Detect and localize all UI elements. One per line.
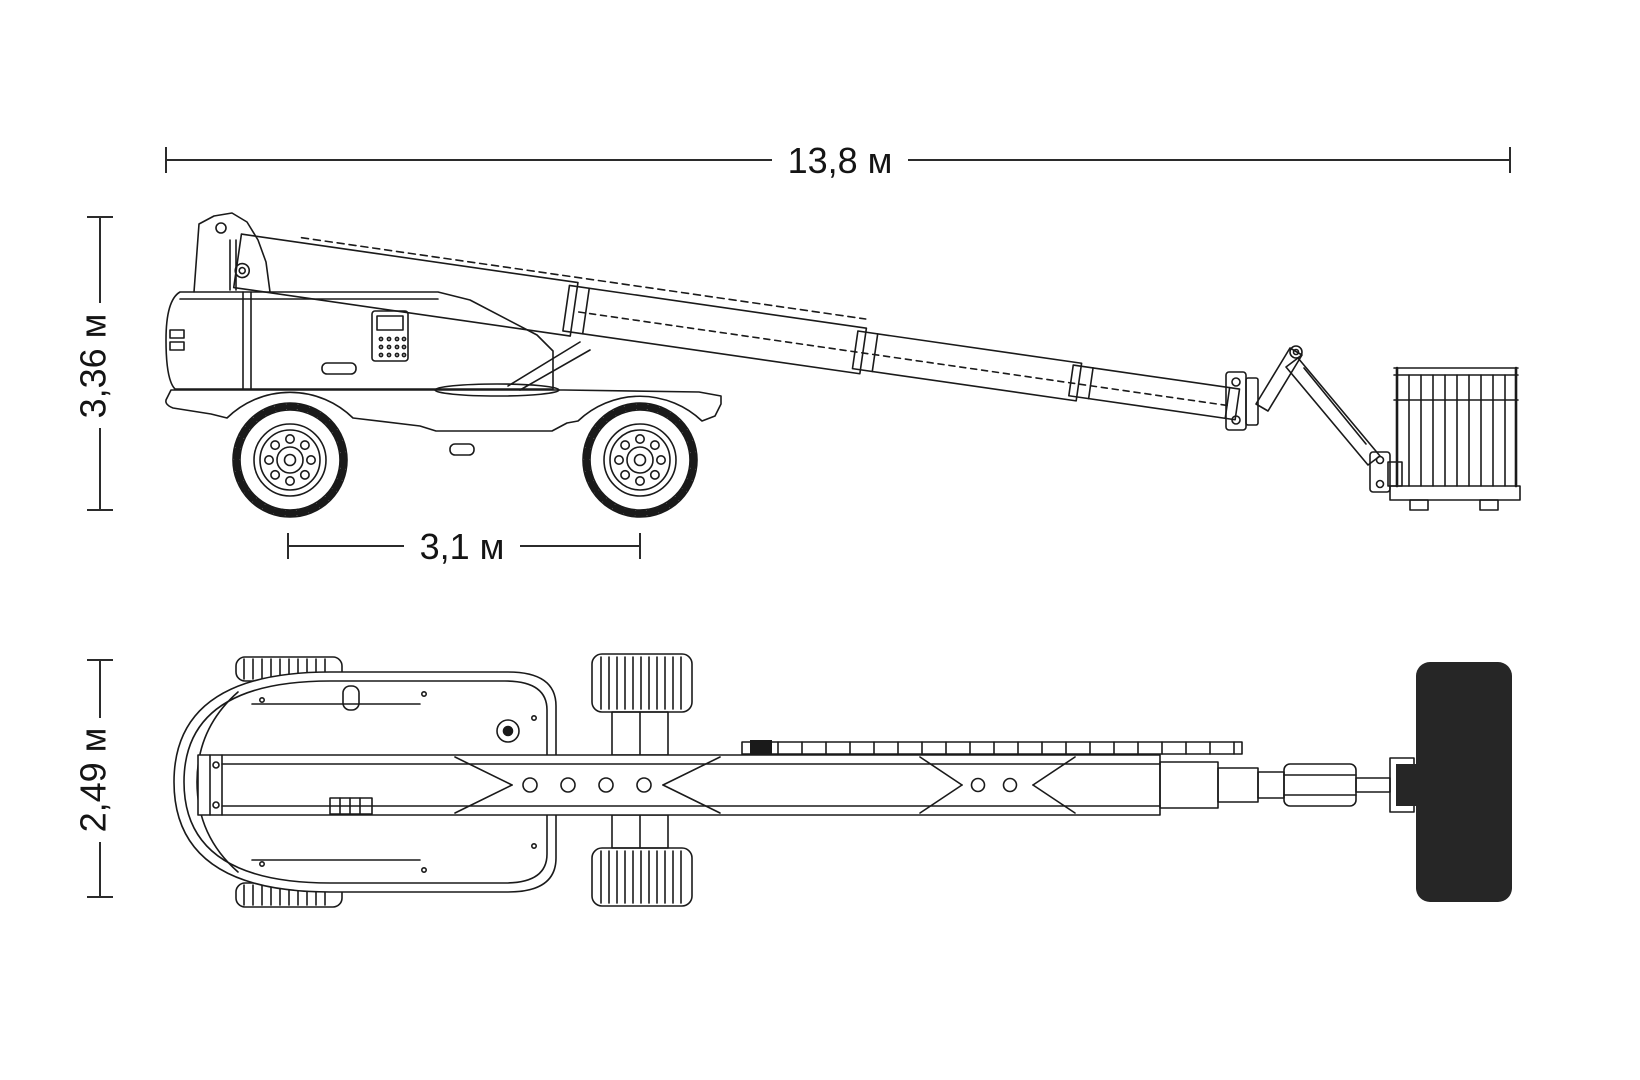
jib-elbow bbox=[1289, 345, 1303, 359]
right-rear-tire-top bbox=[591, 847, 693, 907]
dim-width-label: 2,49 м bbox=[73, 728, 114, 833]
left-rear-tire-top bbox=[235, 882, 343, 908]
turntable-ring bbox=[434, 383, 560, 397]
counterweight-arc bbox=[196, 691, 239, 873]
basket-side bbox=[1389, 366, 1521, 511]
boom-section-3 bbox=[851, 330, 1083, 402]
tow-slot bbox=[449, 443, 475, 456]
fuel-cap bbox=[496, 719, 520, 743]
dim-length-label: 13,8 м bbox=[788, 140, 893, 181]
basket-floor bbox=[1389, 485, 1521, 501]
dim-wheelbase-label: 3,1 м bbox=[420, 526, 505, 567]
boom-tip-link bbox=[1225, 371, 1247, 431]
lift-eye-slot bbox=[342, 685, 360, 711]
jib-lower-arm bbox=[1285, 357, 1381, 466]
pivot-hole bbox=[215, 222, 227, 234]
lift-cylinder bbox=[507, 341, 591, 391]
handle bbox=[321, 362, 357, 375]
boom-tip-section bbox=[1159, 761, 1219, 809]
dimension-overall-width: 2,49 м bbox=[73, 659, 114, 898]
telescopic-boom bbox=[232, 233, 1241, 421]
boom-pivot bbox=[234, 262, 251, 279]
cable-track bbox=[300, 236, 867, 320]
jib-rod-top bbox=[1355, 777, 1391, 793]
front-vent bbox=[169, 329, 185, 339]
jib-assembly bbox=[1225, 345, 1403, 493]
jib-cylinder-top bbox=[1283, 763, 1357, 807]
cable-tray-top bbox=[741, 740, 1243, 755]
boom-tip-section bbox=[1217, 767, 1259, 803]
rear-wheel-side bbox=[583, 403, 697, 517]
control-panel bbox=[371, 310, 409, 362]
front-vent bbox=[169, 341, 185, 351]
jib-top bbox=[1257, 757, 1418, 813]
boom-latch bbox=[329, 797, 373, 815]
dimension-wheelbase: 3,1 м bbox=[287, 526, 641, 567]
boom-section-4 bbox=[1068, 364, 1241, 421]
top-view bbox=[173, 653, 1512, 908]
boom-section-1 bbox=[232, 233, 579, 337]
platform-top bbox=[1416, 662, 1512, 902]
jib-wrist bbox=[1369, 451, 1391, 493]
boom-top bbox=[197, 754, 1259, 816]
chassis-side bbox=[165, 383, 722, 456]
side-view bbox=[165, 212, 1521, 517]
dimension-overall-height: 3,36 м bbox=[73, 216, 114, 511]
front-wheel-side bbox=[233, 403, 347, 517]
boom-section-2 bbox=[562, 284, 868, 375]
dim-height-label: 3,36 м bbox=[73, 314, 114, 419]
boom-rest-tower bbox=[193, 212, 271, 293]
dimension-overall-length: 13,8 м bbox=[165, 140, 1511, 181]
turret-housing bbox=[165, 291, 554, 390]
right-front-tire-top bbox=[591, 653, 693, 713]
